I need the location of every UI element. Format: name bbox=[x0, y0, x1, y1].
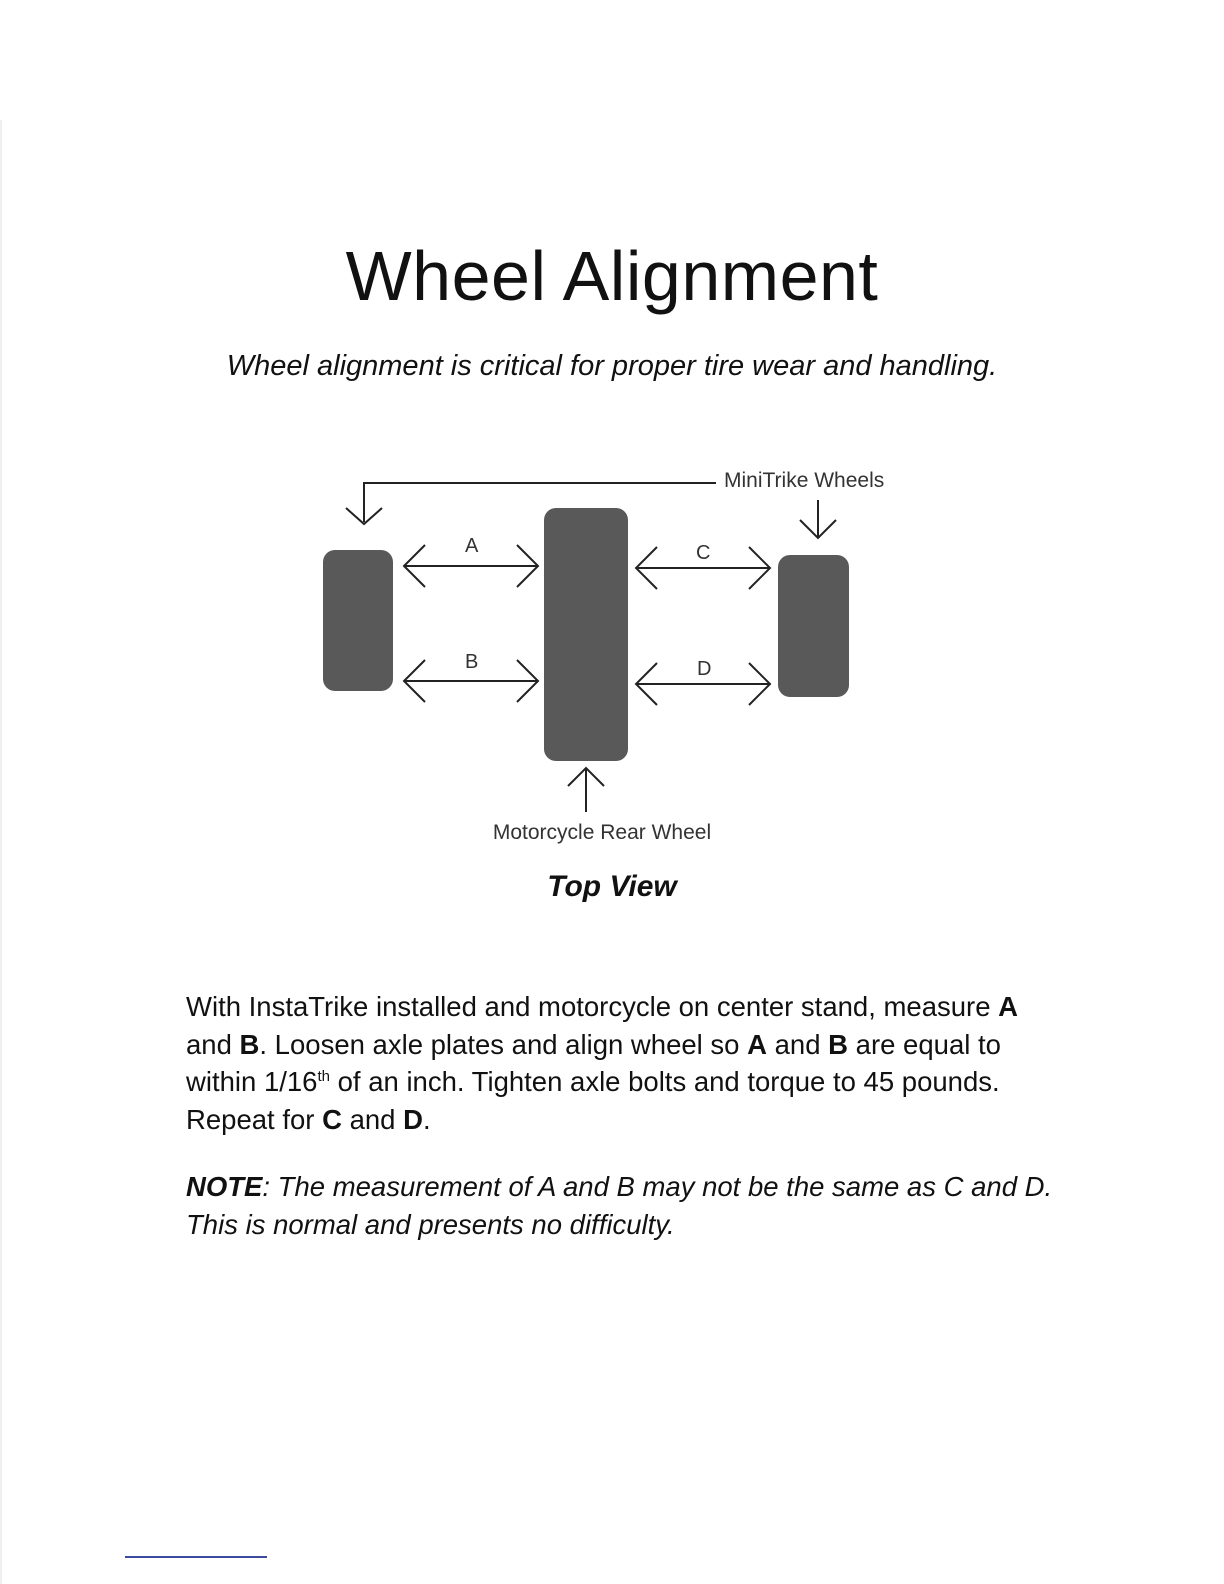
minitrike-bracket-line bbox=[363, 482, 716, 522]
wheel-alignment-diagram: MiniTrike Wheels A B C bbox=[0, 440, 1224, 860]
note-body: : The measurement of A and B may not be … bbox=[186, 1171, 1053, 1240]
measurement-b-arrow bbox=[402, 659, 540, 703]
page-title: Wheel Alignment bbox=[345, 237, 879, 315]
right-down-arrow-icon bbox=[799, 519, 837, 540]
measurement-b-label: B bbox=[465, 651, 478, 673]
motorcycle-rear-wheel bbox=[544, 508, 628, 761]
minitrike-label: MiniTrike Wheels bbox=[724, 469, 884, 492]
bottom-rule bbox=[125, 1556, 267, 1558]
measurement-c-label: C bbox=[696, 542, 710, 564]
measurement-d-label: D bbox=[697, 658, 711, 680]
left-down-arrow-icon bbox=[345, 507, 383, 526]
right-minitrike-wheel bbox=[778, 555, 849, 697]
instructions-paragraph: With InstaTrike installed and motorcycle… bbox=[186, 991, 1018, 1135]
measurement-d-arrow bbox=[634, 662, 772, 706]
measurement-c-arrow bbox=[634, 546, 772, 590]
page-subtitle: Wheel alignment is critical for proper t… bbox=[226, 350, 998, 382]
note-label: NOTE bbox=[186, 1171, 263, 1202]
rear-wheel-label: Motorcycle Rear Wheel bbox=[493, 821, 711, 844]
diagram-svg: MiniTrike Wheels A B C bbox=[323, 469, 884, 844]
measurement-a-label: A bbox=[465, 535, 479, 557]
scan-edge bbox=[0, 120, 2, 1584]
left-minitrike-wheel bbox=[323, 550, 393, 691]
top-view-caption: Top View bbox=[547, 870, 677, 903]
up-arrow-icon bbox=[567, 766, 605, 787]
measurement-a-arrow bbox=[402, 544, 540, 588]
note-paragraph: NOTE: The measurement of A and B may not… bbox=[186, 1168, 1066, 1243]
